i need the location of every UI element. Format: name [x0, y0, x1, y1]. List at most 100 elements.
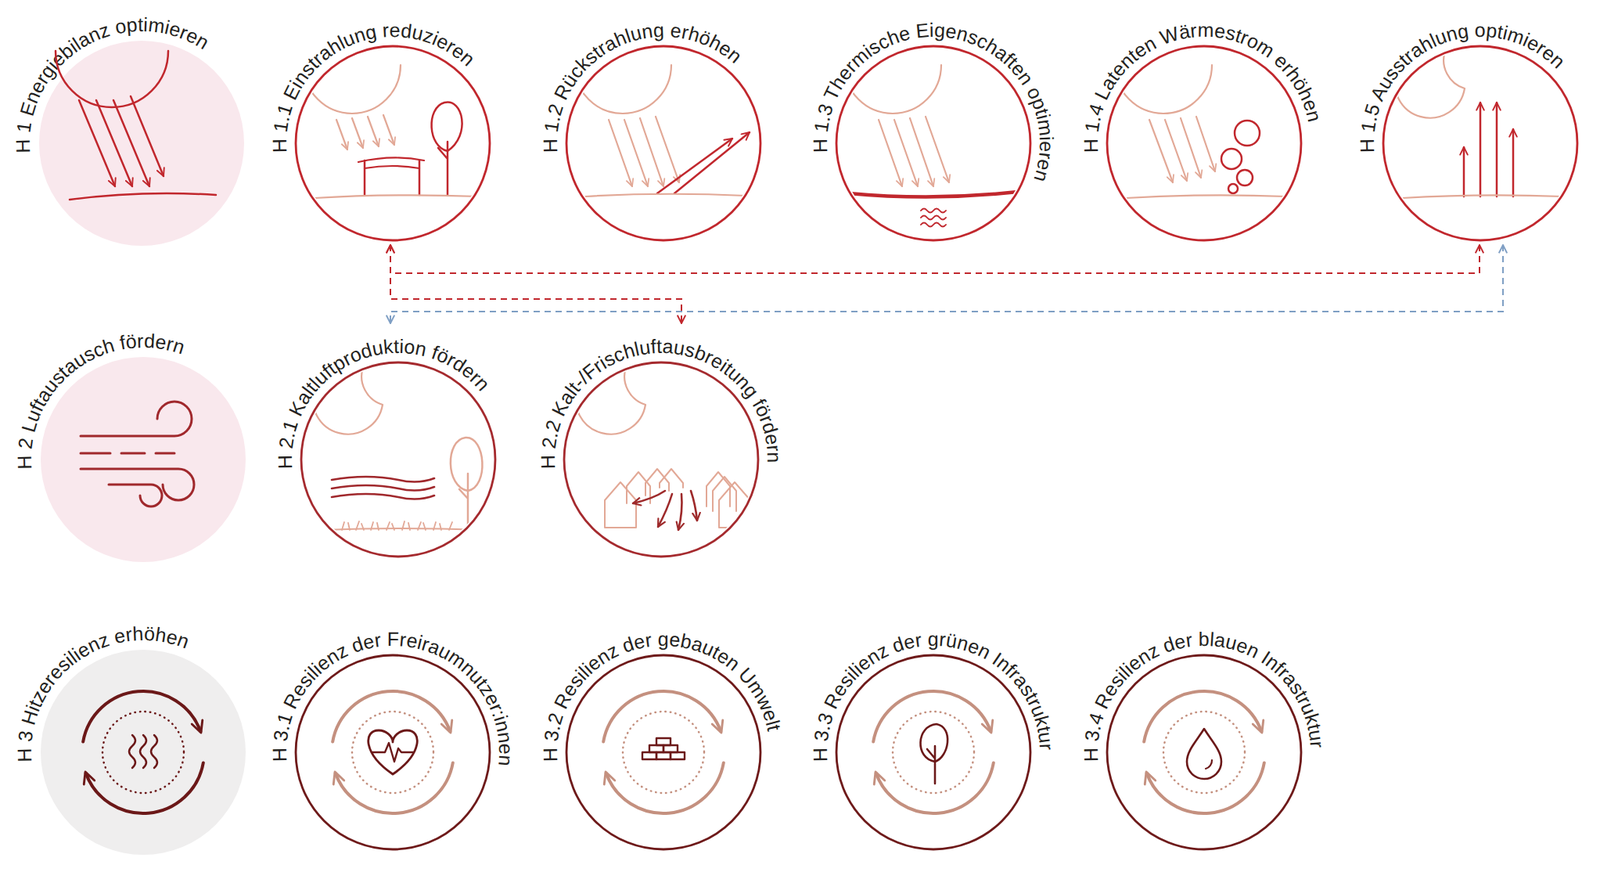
cold-air-icon-part-part — [331, 476, 435, 500]
green-resilience-icon-part — [920, 723, 948, 762]
built-resilience-icon — [603, 690, 724, 813]
people-resilience-icon-part — [332, 690, 450, 741]
cold-air-icon — [312, 363, 485, 530]
emission-icon-part-part — [1395, 47, 1465, 119]
emission-icon — [1395, 47, 1563, 198]
circle-outline: H 1.3 Thermische Eigenschaften optimiere… — [801, 11, 1065, 241]
emission-icon-part-part — [1402, 194, 1563, 198]
latent-heat-icon-part-part — [1164, 119, 1187, 181]
concept-circle: H 1.5 Ausstrahlung optimieren — [1348, 11, 1600, 241]
blue-resilience-icon-part — [1186, 728, 1222, 779]
people-resilience-icon-part — [352, 711, 434, 793]
people-resilience-icon-part — [372, 742, 414, 762]
air-flow-icon-part-part-part — [659, 468, 684, 488]
people-resilience-icon-part — [368, 729, 418, 774]
thermal-icon-part-part — [878, 119, 903, 187]
thermal-icon-part — [844, 64, 1018, 227]
blue-resilience-icon-part — [1143, 690, 1262, 741]
circle-heading-path: H 1.3 Thermische Eigenschaften optimiere… — [808, 18, 1058, 185]
cold-air-icon-part-part — [459, 473, 468, 530]
circle-heading: H 2.1 Kaltluftproduktion fördern — [273, 334, 495, 469]
circle-shape — [1383, 46, 1578, 241]
circle-outline: H 1.5 Ausstrahlung optimieren — [1348, 11, 1600, 241]
built-resilience-icon-part — [642, 737, 685, 759]
cold-air-icon-part-part — [450, 437, 483, 491]
circle-heading: H 1.2 Rückstrahlung erhöhen — [539, 18, 747, 154]
built-resilience-icon-part-part — [663, 744, 678, 752]
air-flow-icon-part-part-part — [712, 476, 737, 511]
circle-heading: H 1 Energiebilanz optimieren — [11, 13, 213, 154]
blue-resilience-icon-part — [1146, 762, 1265, 813]
thermal-icon — [844, 64, 1018, 227]
circle-heading: H 1.1 Einstrahlung reduzieren — [268, 18, 480, 153]
energy-icon-part — [79, 100, 116, 187]
built-resilience-icon-part — [606, 762, 724, 813]
energy-icon-part — [130, 96, 164, 177]
circle-shape — [566, 654, 761, 849]
green-resilience-icon-part — [876, 762, 994, 813]
built-resilience-icon-part — [603, 690, 721, 741]
circle-heading: H 1.5 Ausstrahlung optimieren — [1355, 18, 1570, 153]
concept-circle: H 1 Energiebilanz optimieren — [4, 6, 279, 246]
emission-icon-part-part — [1479, 102, 1482, 197]
green-resilience-icon-part — [892, 711, 975, 793]
circle-outline: H 3.2 Resilienz der gebauten Umwelt — [532, 620, 795, 849]
circle-heading: H 1.3 Thermische Eigenschaften optimiere… — [808, 18, 1058, 185]
air-flow-icon-part-part-part — [690, 490, 698, 521]
air-flow-icon-part-part-part — [626, 471, 651, 504]
connector-group — [390, 244, 1503, 324]
built-resilience-icon-part-part — [656, 737, 671, 745]
emission-icon-part — [1395, 47, 1563, 198]
resilience-icon-part — [82, 690, 201, 741]
built-resilience-icon-part-part — [642, 751, 657, 759]
resilience-icon — [82, 690, 204, 813]
green-resilience-icon-part — [927, 745, 935, 784]
thermal-icon-part-part — [909, 118, 934, 187]
air-flow-icon-part-part-part — [645, 468, 669, 496]
circle-outline: H 1.1 Einstrahlung reduzieren — [261, 11, 525, 241]
shading-icon-part-part — [303, 64, 401, 114]
thermal-icon-part-part — [920, 208, 946, 227]
circle-outline: H 3.4 Resilienz der blauen Infrastruktur — [1072, 620, 1336, 849]
air-flow-icon-part — [575, 363, 751, 530]
circle-outline: H 2 Luftaustausch fördern — [6, 322, 281, 562]
circle-heading: H 3.2 Resilienz der gebauten Umwelt — [539, 627, 786, 762]
air-flow-icon-part-part-part — [719, 481, 751, 528]
cold-air-icon-part-part — [312, 363, 383, 435]
people-resilience-icon — [332, 690, 454, 813]
shading-icon-part-part — [383, 115, 395, 145]
concept-circle: H 3.1 Resilienz der Freiraumnutzer:innen — [261, 620, 525, 849]
thermal-icon-part-part — [848, 191, 1018, 198]
built-resilience-icon-part-part — [649, 744, 664, 752]
concept-circle: H 3.4 Resilienz der blauen Infrastruktur — [1072, 620, 1336, 849]
cold-air-icon-part-part — [341, 521, 453, 530]
air-flow-icon-part-part-part — [678, 493, 683, 530]
wind-icon — [80, 401, 195, 507]
air-flow-icon-part-part-part — [604, 481, 637, 528]
circle-shape — [301, 362, 496, 557]
circle-shape — [295, 654, 490, 849]
built-resilience-icon-part-part — [670, 751, 685, 759]
emission-icon-part-part — [1495, 102, 1499, 197]
wind-icon-part — [80, 452, 175, 455]
wind-icon-part — [80, 401, 192, 436]
concept-circle: H 2.2 Kalt-/Frischluftausbreitung förder… — [529, 327, 793, 557]
circle-shape — [40, 356, 246, 562]
reflection-icon-part-part — [640, 118, 664, 187]
concept-circle: H 3.3 Resilienz der grünen Infrastruktur — [801, 620, 1065, 849]
circle-shape — [1107, 46, 1302, 241]
circle-heading: H 3.3 Resilienz der grünen Infrastruktur — [808, 627, 1058, 762]
shading-icon-part-part — [336, 119, 348, 150]
people-resilience-icon-part — [335, 762, 454, 813]
air-flow-icon-part-part — [604, 468, 751, 528]
energy-icon — [55, 50, 216, 200]
circle-heading-path: H 1.4 Latenten Wärmestrom erhöhen — [1079, 18, 1327, 154]
circle-heading-path: H 3.4 Resilienz der blauen Infrastruktur — [1079, 627, 1329, 762]
latent-heat-icon — [1114, 64, 1287, 198]
circle-shape — [1107, 654, 1302, 849]
circle-heading-path: H 2.1 Kaltluftproduktion fördern — [273, 334, 495, 469]
concept-circle: H 3.2 Resilienz der gebauten Umwelt — [532, 620, 795, 849]
circle-heading-path: H 3.2 Resilienz der gebauten Umwelt — [539, 627, 786, 762]
cold-air-icon-part-part — [323, 528, 485, 530]
